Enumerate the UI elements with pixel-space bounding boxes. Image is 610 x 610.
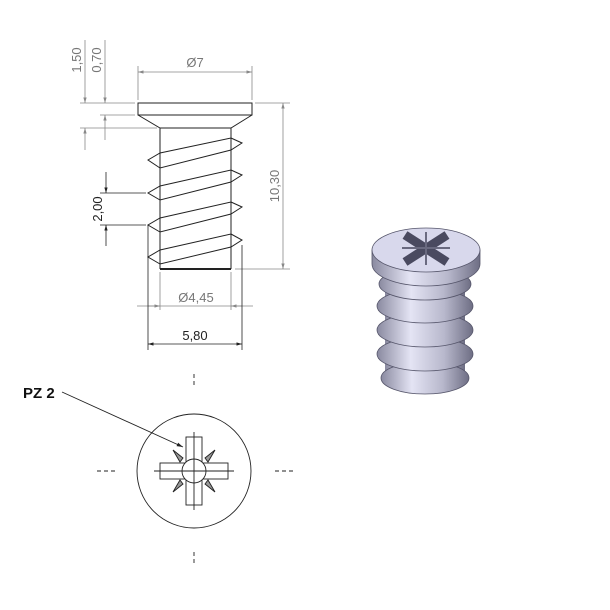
dimension-lines-dark [100, 172, 243, 350]
drive-type-label: PZ 2 [23, 385, 55, 402]
center-lines [97, 374, 293, 566]
side-view [137, 102, 253, 270]
countersink [137, 114, 253, 129]
thread-pitch-label: 2,00 [90, 196, 105, 221]
dimension-lines [80, 40, 290, 310]
head-diameter-label: Ø7 [186, 55, 203, 70]
head-height-label: 1,50 [69, 47, 84, 72]
total-length-label: 10,30 [267, 170, 282, 203]
thread-diameter-label: 5,80 [182, 328, 207, 343]
core-diameter-label: Ø4,45 [178, 290, 213, 305]
countersink-height-label: 0,70 [89, 47, 104, 72]
screw-head [137, 102, 253, 116]
leader-line [61, 391, 184, 448]
head-outline [136, 413, 252, 529]
screw-3d-render [371, 227, 481, 395]
top-view [61, 374, 293, 566]
thread-flights [147, 137, 244, 265]
